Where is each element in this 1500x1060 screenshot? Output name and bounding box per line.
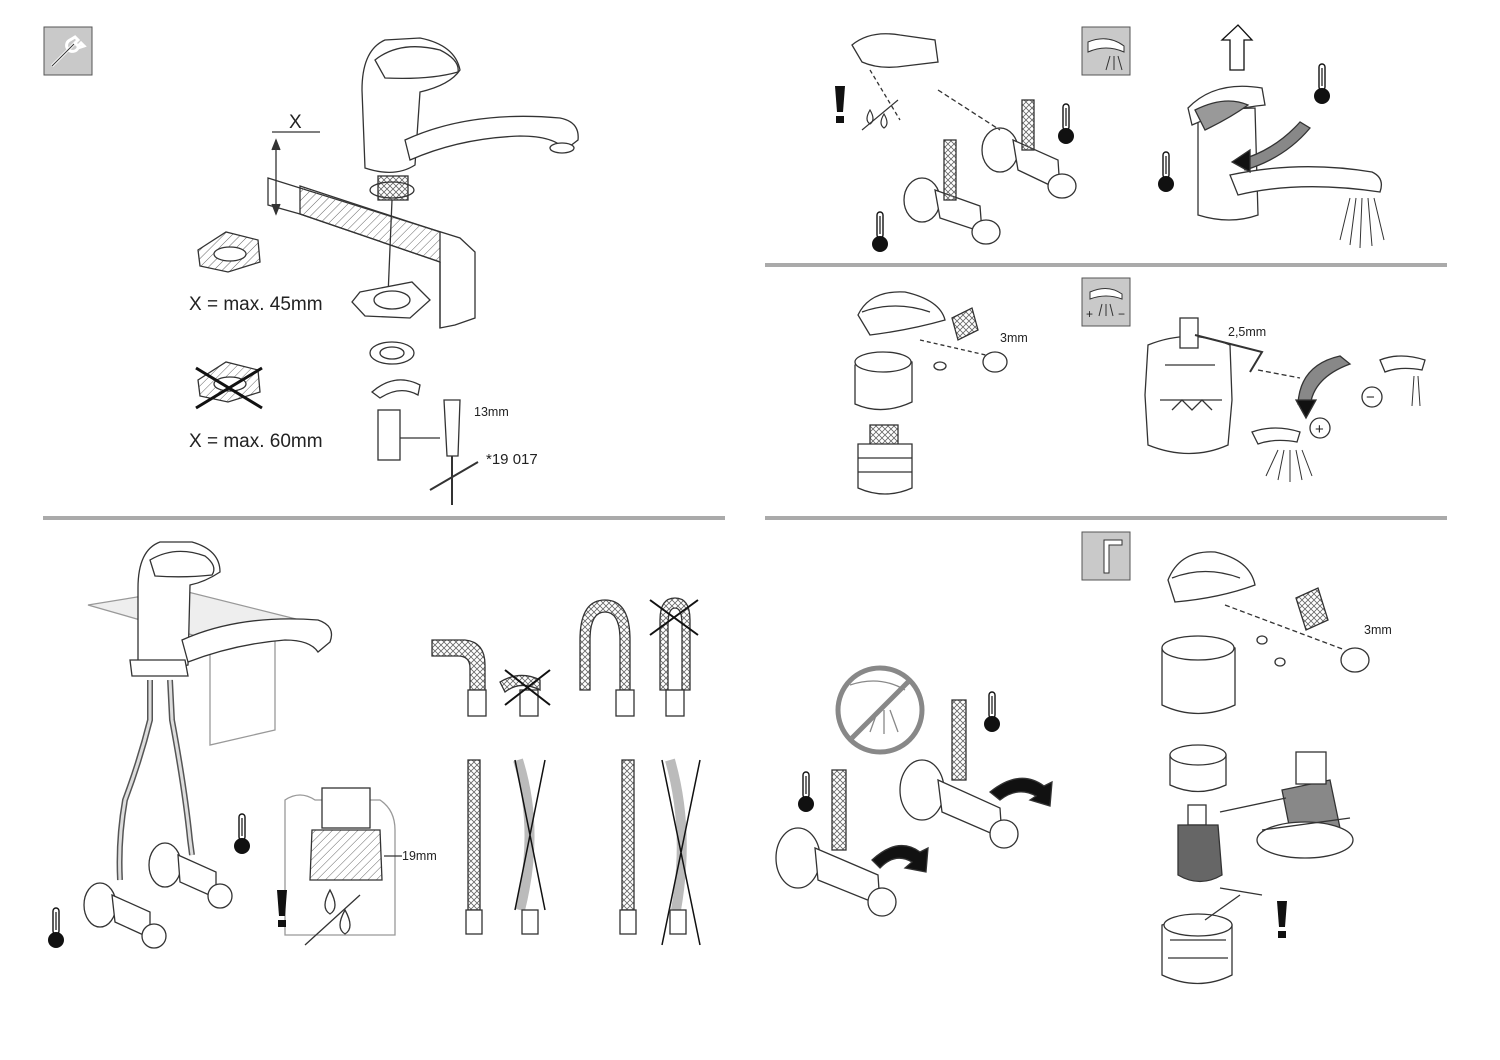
panel-hose-connection	[83, 541, 701, 949]
panel-function-check	[851, 24, 1385, 249]
thermometer-hot-icon	[47, 907, 65, 949]
minus-sign-label: −	[1366, 389, 1375, 406]
faucet-spray-icon	[1081, 26, 1131, 76]
x-max-45-label: X = max. 45mm	[189, 294, 323, 315]
panel-cartridge-replacement	[1161, 551, 1370, 985]
svg-text:−: −	[1118, 307, 1125, 321]
x-marker-label: X	[289, 112, 302, 133]
hex-key-3mm-label: 3mm	[1000, 331, 1028, 345]
panel-installation	[195, 37, 579, 505]
hex-key-3mm-label: 3mm	[1364, 623, 1392, 637]
plus-sign-label: +	[1315, 421, 1324, 438]
faucet-spout	[404, 115, 579, 161]
panel-flushing	[775, 665, 1053, 917]
thermometer-hot-icon	[1157, 151, 1175, 193]
hex-key-icon	[1081, 531, 1131, 581]
thermometer-cold-icon	[1313, 63, 1331, 105]
tool-part-number-label: *19 017	[486, 451, 538, 468]
panel-temperature-limit	[854, 291, 1426, 495]
svg-text:+: +	[1086, 307, 1093, 321]
wrench-size-19-label: 19mm	[402, 849, 437, 863]
x-max-60-label: X = max. 60mm	[189, 431, 323, 452]
angle-valve-right	[981, 99, 1077, 199]
water-drops	[861, 99, 899, 131]
thermometer-hot-icon	[797, 771, 815, 813]
exclamation-icon	[1277, 901, 1287, 938]
dividers	[43, 263, 1447, 520]
wrench-icon	[43, 26, 93, 76]
thermometer-cold-icon	[1057, 103, 1075, 145]
temperature-limit-icon: + −	[1081, 277, 1131, 327]
thermometer-hot-icon	[871, 211, 889, 253]
exclamation-icon	[277, 890, 287, 927]
wrench-size-13-label: 13mm	[474, 405, 509, 419]
hex-key-2-5mm-label: 2,5mm	[1228, 325, 1266, 339]
thermometer-cold-icon	[983, 691, 1001, 733]
exclamation-icon	[835, 86, 845, 123]
thermometer-cold-icon	[233, 813, 251, 855]
angle-valve-left	[903, 139, 1001, 245]
